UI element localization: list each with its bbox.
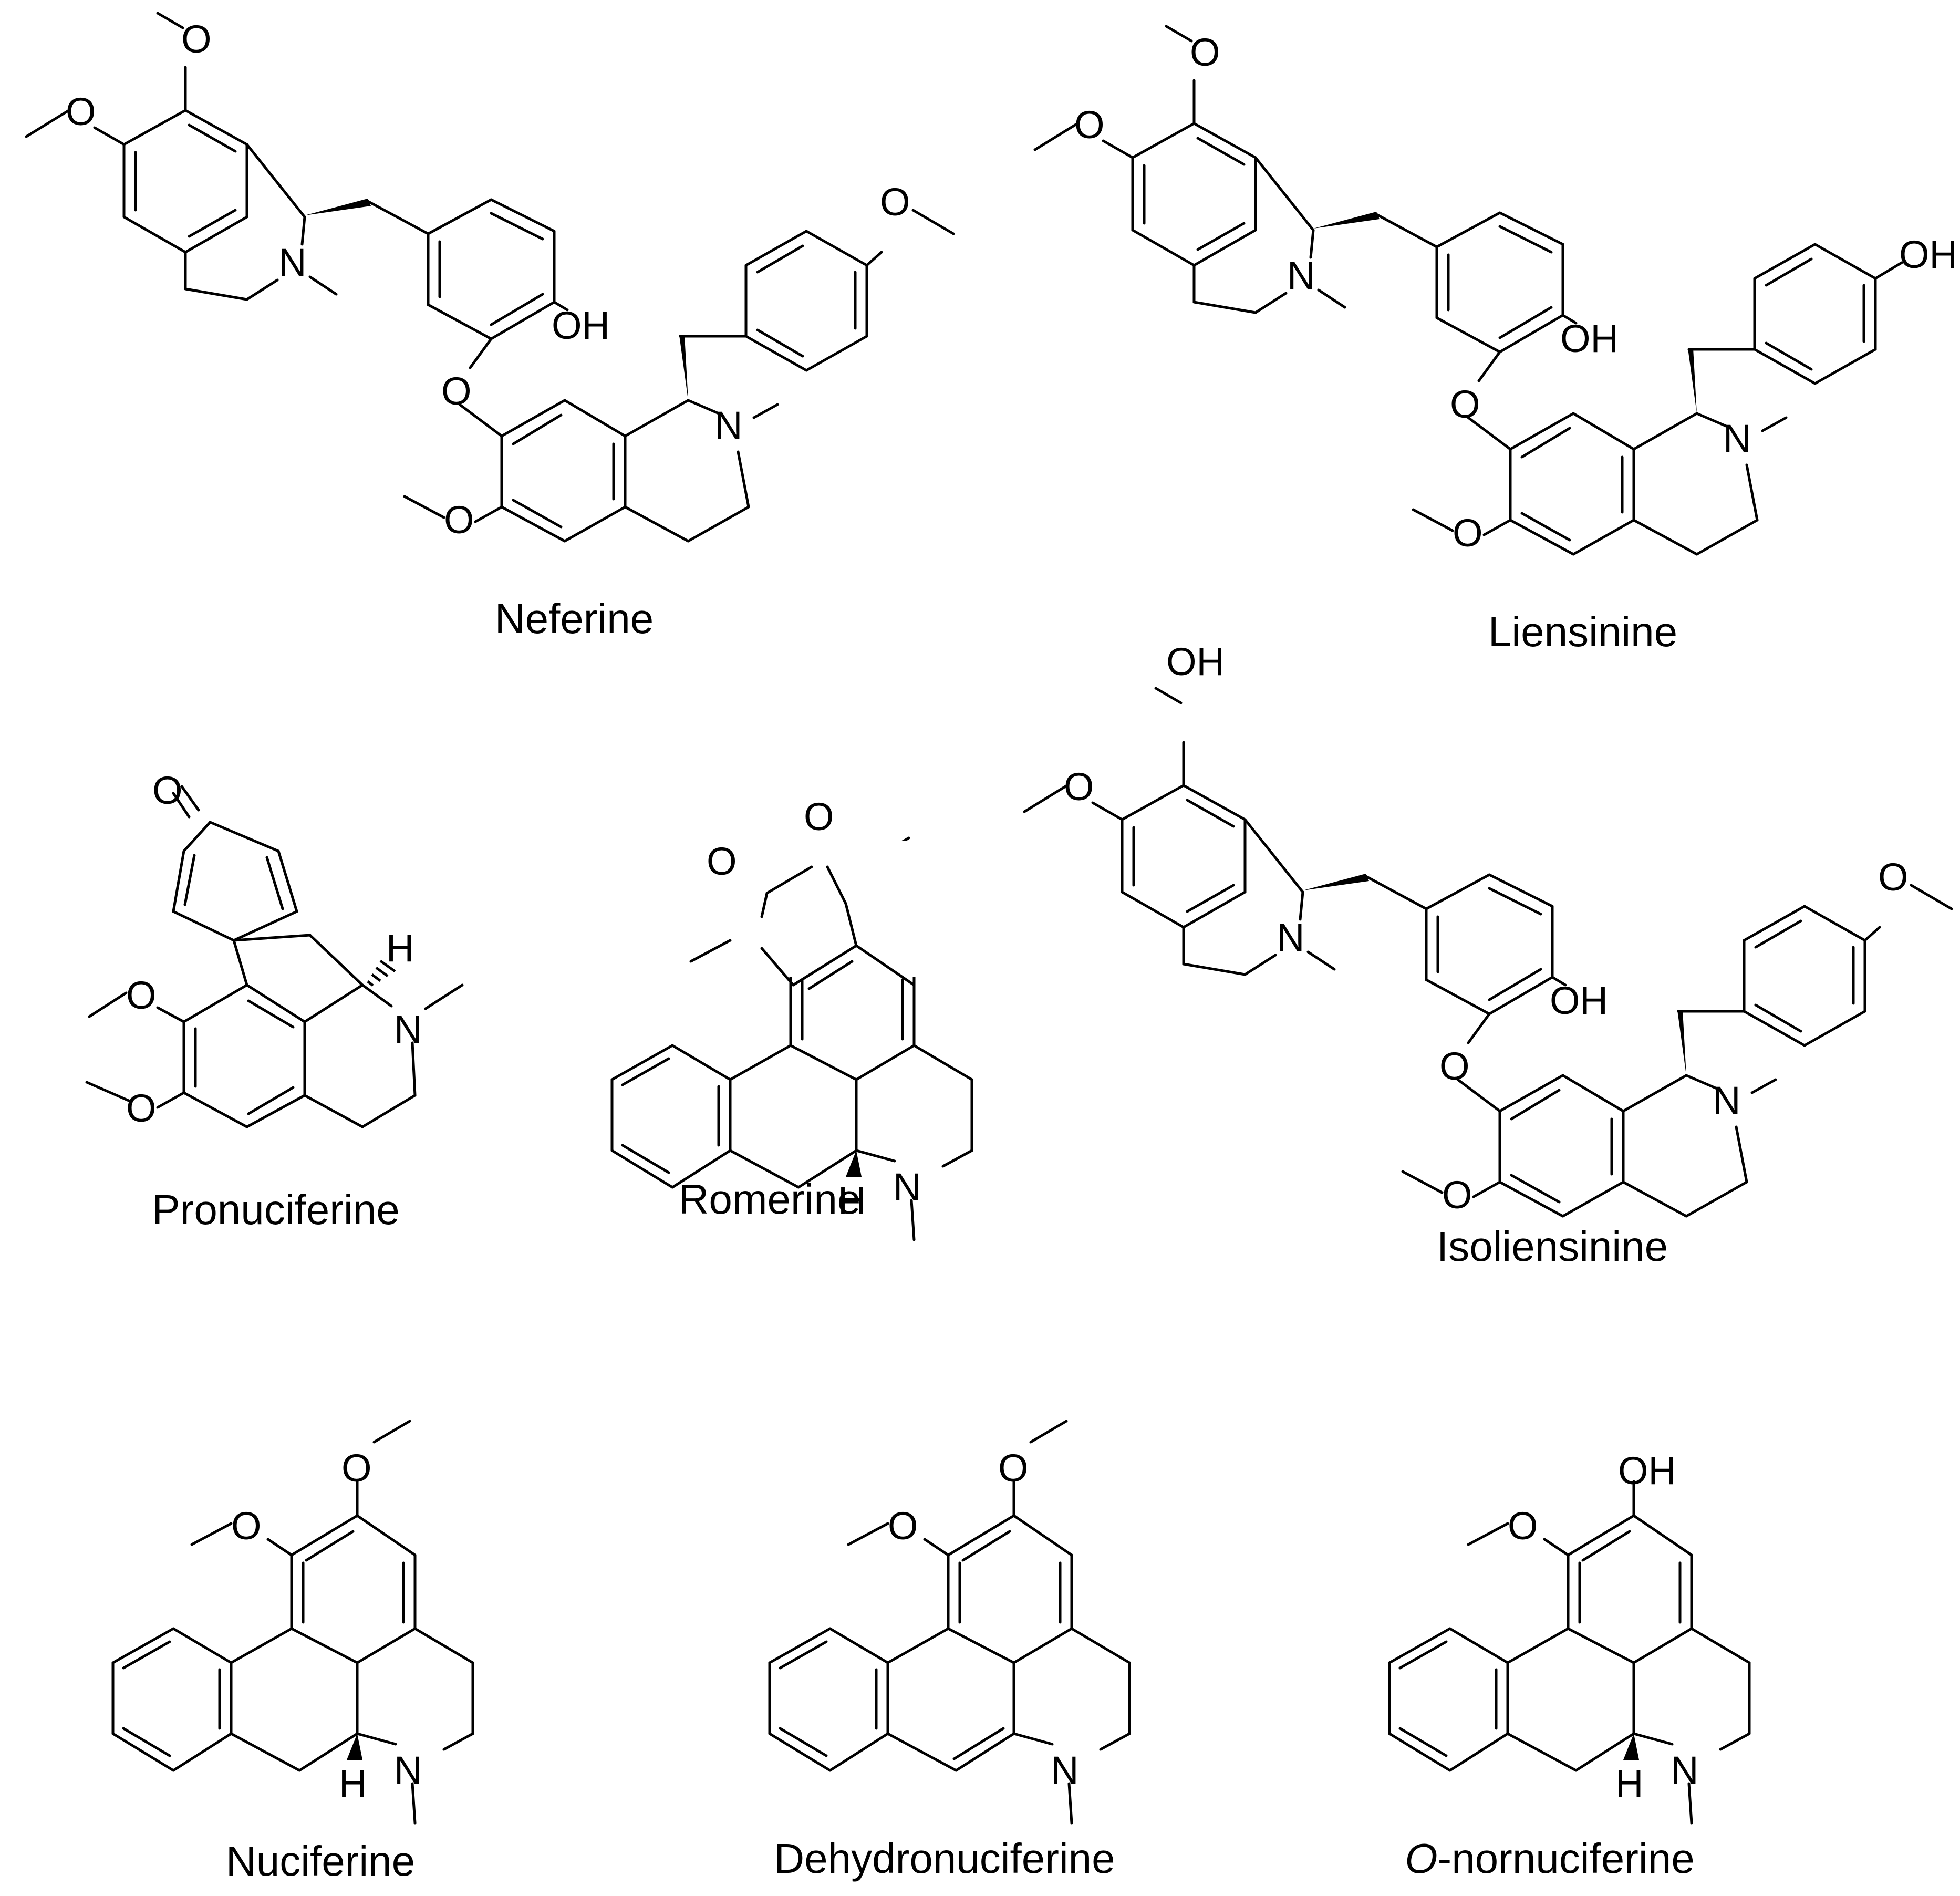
hash-wedge [367, 959, 396, 987]
atom-label-o: O [804, 795, 834, 838]
atom-label-o: O [888, 1504, 918, 1548]
atom-label-h: H [838, 1178, 866, 1222]
structure-o-nornuciferine: OH O N H O-nornuciferine [1389, 1413, 1749, 1882]
atom-label-o: O [998, 1446, 1029, 1490]
atom-label-oh: OH [552, 304, 610, 347]
methylenedioxy-bridge: O O [707, 795, 951, 990]
atom-label-n: N [394, 1008, 422, 1051]
atom-label-o: O [1074, 103, 1105, 147]
atom-label-o: O [707, 840, 737, 883]
wedge-bond [347, 1734, 362, 1760]
atom-label-n: N [1713, 1079, 1740, 1122]
atom-label-o: O [341, 1446, 372, 1490]
structure-dehydronuciferine: O O N Dehydronuciferine [770, 1421, 1129, 1882]
atom-label-o: O [181, 17, 212, 61]
structure-isoliensinine: OH O N OH O O N O Isoliensinine [1024, 640, 1953, 1270]
structure-liensinine: O O N OH O O N OH Liensinine [1035, 26, 1957, 655]
atom-label-o: O [1064, 765, 1094, 809]
compound-name-romerine: Romerine [679, 1176, 861, 1222]
atom-label-o: O [1878, 855, 1909, 899]
atom-label-o: O [126, 1086, 157, 1130]
name-suffix: -nornuciferine [1438, 1835, 1695, 1882]
atom-label-o: O [880, 180, 910, 224]
structure-pronuciferine: O H N O O Pronuciferine [85, 769, 464, 1233]
atom-label-n: N [1671, 1748, 1698, 1792]
compound-name-pronuciferine: Pronuciferine [152, 1186, 399, 1233]
structure-romerine: N H [612, 838, 972, 1240]
atom-label-o: O [444, 498, 474, 542]
atom-label-n: N [278, 241, 306, 284]
atom-label-n: N [394, 1748, 422, 1792]
structure-neferine: O O N OH O O N O Neferine [26, 13, 955, 642]
atom-label-o: O [126, 973, 157, 1017]
atom-label-oh: OH [1618, 1449, 1676, 1493]
atom-label-o: O [1439, 1044, 1470, 1088]
atom-label-o: O [231, 1504, 262, 1548]
structure-nuciferine: O O N H Nuciferine [113, 1421, 473, 1884]
compound-name-nuciferine: Nuciferine [226, 1838, 415, 1884]
compound-name-dehydronuciferine: Dehydronuciferine [774, 1835, 1115, 1882]
compound-name-liensinine: Liensinine [1488, 608, 1677, 655]
atom-label-o: O [1508, 1504, 1538, 1548]
atom-label-h: H [386, 926, 414, 970]
atom-label-n: N [714, 403, 742, 447]
atom-label-o: O [1190, 30, 1220, 74]
wedge-bond [846, 1151, 862, 1177]
compound-name-isoliensinine: Isoliensinine [1437, 1223, 1668, 1270]
atom-label-oh: OH [1560, 317, 1619, 360]
atom-label-o: O [66, 90, 96, 133]
atom-label-o: O [1450, 382, 1480, 426]
atom-label-o: O [1442, 1173, 1472, 1217]
atom-label-h: H [1615, 1762, 1643, 1805]
atom-label-oh: OH [1550, 979, 1608, 1022]
atom-label-n: N [1723, 417, 1751, 460]
atom-label-o: O [152, 769, 183, 812]
atom-label-oh: OH [1899, 233, 1957, 276]
atom-label-n: N [1051, 1748, 1078, 1792]
name-italic-prefix: O [1405, 1835, 1437, 1882]
atom-label-o: O [1453, 511, 1483, 555]
compound-name-o-nornuciferine: O-nornuciferine [1405, 1835, 1694, 1882]
atom-label-n: N [1277, 916, 1304, 959]
wedge-bond [1623, 1734, 1639, 1760]
atom-label-h: H [339, 1762, 367, 1805]
atom-label-oh: OH [1166, 640, 1225, 683]
compound-name-neferine: Neferine [495, 595, 654, 642]
atom-label-n: N [1287, 254, 1315, 297]
atom-label-o: O [441, 369, 472, 413]
atom-label-n: N [893, 1165, 921, 1209]
